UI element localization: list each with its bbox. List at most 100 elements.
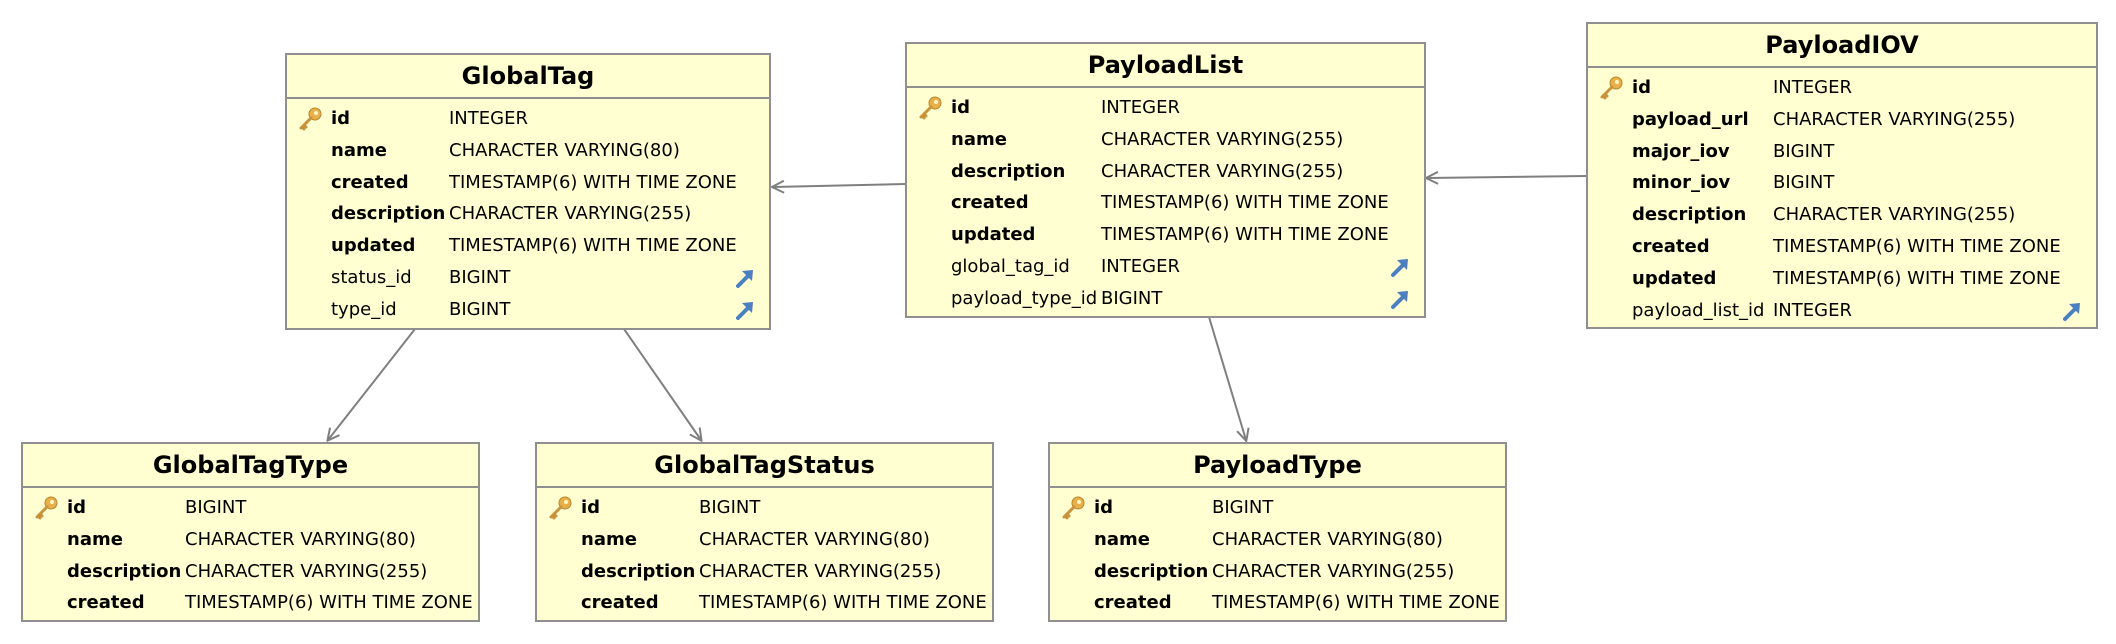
column-name: payload_type_id bbox=[951, 287, 1098, 309]
column-row: name CHARACTER VARYING(80) bbox=[537, 524, 992, 556]
column-name: id bbox=[1632, 77, 1652, 98]
column-row: id INTEGER bbox=[907, 92, 1424, 124]
column-row: id BIGINT bbox=[1050, 492, 1505, 524]
column-name: created bbox=[1632, 235, 1710, 257]
column-row: type_id BIGINT bbox=[287, 294, 769, 326]
entity-payloadlist[interactable]: PayloadList id INTEGER name CHARACTER VA… bbox=[905, 42, 1426, 318]
foreign-key-icon bbox=[2063, 302, 2080, 321]
column-type: TIMESTAMP(6) WITH TIME ZONE bbox=[699, 592, 987, 614]
column-type: TIMESTAMP(6) WITH TIME ZONE bbox=[185, 592, 473, 614]
foreign-key-icon bbox=[736, 301, 753, 320]
column-row: id BIGINT bbox=[23, 492, 478, 524]
column-type: CHARACTER VARYING(80) bbox=[185, 528, 416, 550]
foreign-key-icon bbox=[736, 269, 753, 288]
column-row: created TIMESTAMP(6) WITH TIME ZONE bbox=[537, 587, 992, 619]
entity-payloadiov[interactable]: PayloadIOV id INTEGER payload_url CHARAC… bbox=[1586, 22, 2098, 329]
column-name: updated bbox=[331, 235, 416, 257]
primary-key-icon bbox=[299, 107, 322, 131]
entity-title: GlobalTag bbox=[287, 55, 769, 99]
column-list: id BIGINT name CHARACTER VARYING(80) des… bbox=[537, 488, 992, 619]
column-name: created bbox=[581, 592, 659, 614]
column-type: BIGINT bbox=[1773, 140, 1835, 162]
column-row: created TIMESTAMP(6) WITH TIME ZONE bbox=[23, 587, 478, 619]
column-type: INTEGER bbox=[1101, 255, 1180, 277]
column-name: payload_list_id bbox=[1632, 299, 1765, 321]
connector-payloadiov-to-payloadlist bbox=[1427, 176, 1588, 178]
column-row: updated TIMESTAMP(6) WITH TIME ZONE bbox=[907, 219, 1424, 251]
entity-title: GlobalTagStatus bbox=[537, 444, 992, 488]
primary-key-icon bbox=[35, 496, 58, 520]
column-type: BIGINT bbox=[449, 298, 511, 320]
column-type: BIGINT bbox=[1773, 172, 1835, 194]
entity-globaltagtype[interactable]: GlobalTagType id BIGINT name CHARACTER V… bbox=[21, 442, 480, 622]
column-type: INTEGER bbox=[1101, 97, 1180, 118]
column-row: description CHARACTER VARYING(255) bbox=[1588, 199, 2096, 231]
column-name: description bbox=[67, 560, 182, 582]
column-row: created TIMESTAMP(6) WITH TIME ZONE bbox=[1588, 231, 2096, 263]
column-name: description bbox=[331, 203, 446, 225]
entity-globaltag[interactable]: GlobalTag id INTEGER name CHARACTER VARY… bbox=[285, 53, 771, 330]
column-row: id INTEGER bbox=[1588, 72, 2096, 104]
primary-key-icon bbox=[1062, 496, 1085, 520]
column-name: updated bbox=[951, 224, 1036, 246]
column-type: TIMESTAMP(6) WITH TIME ZONE bbox=[449, 171, 737, 193]
column-name: name bbox=[331, 139, 387, 161]
column-name: created bbox=[951, 192, 1029, 214]
column-row: created TIMESTAMP(6) WITH TIME ZONE bbox=[907, 187, 1424, 219]
column-name: updated bbox=[1632, 267, 1717, 289]
column-name: description bbox=[951, 160, 1066, 182]
column-type: BIGINT bbox=[449, 266, 511, 288]
column-name: global_tag_id bbox=[951, 255, 1070, 277]
column-list: id BIGINT name CHARACTER VARYING(80) des… bbox=[23, 488, 478, 619]
column-name: id bbox=[331, 108, 351, 129]
foreign-key-icon bbox=[1391, 290, 1408, 309]
column-name: id bbox=[1094, 497, 1114, 518]
column-row: payload_url CHARACTER VARYING(255) bbox=[1588, 104, 2096, 136]
column-type: TIMESTAMP(6) WITH TIME ZONE bbox=[1101, 192, 1389, 214]
connector-globaltag-to-globaltagstatus bbox=[623, 328, 701, 440]
column-name: minor_iov bbox=[1632, 172, 1731, 194]
column-type: CHARACTER VARYING(255) bbox=[1101, 128, 1344, 150]
primary-key-icon bbox=[919, 96, 942, 120]
entity-title: PayloadIOV bbox=[1588, 24, 2096, 68]
column-row: id INTEGER bbox=[287, 103, 769, 135]
column-row: created TIMESTAMP(6) WITH TIME ZONE bbox=[1050, 587, 1505, 619]
column-row: description CHARACTER VARYING(255) bbox=[1050, 556, 1505, 588]
column-name: name bbox=[951, 128, 1007, 150]
column-type: INTEGER bbox=[1773, 77, 1852, 98]
column-type: CHARACTER VARYING(255) bbox=[1212, 560, 1455, 582]
connector-globaltag-to-globaltagtype bbox=[328, 328, 416, 440]
column-row: name CHARACTER VARYING(80) bbox=[23, 524, 478, 556]
entity-title: PayloadType bbox=[1050, 444, 1505, 488]
column-name: description bbox=[581, 560, 696, 582]
column-name: id bbox=[67, 497, 87, 518]
column-row: created TIMESTAMP(6) WITH TIME ZONE bbox=[287, 167, 769, 199]
column-name: id bbox=[581, 497, 601, 518]
column-row: updated TIMESTAMP(6) WITH TIME ZONE bbox=[287, 230, 769, 262]
column-name: description bbox=[1094, 560, 1209, 582]
column-list: id BIGINT name CHARACTER VARYING(80) des… bbox=[1050, 488, 1505, 619]
column-type: CHARACTER VARYING(80) bbox=[449, 139, 680, 161]
column-list: id INTEGER name CHARACTER VARYING(255) d… bbox=[907, 88, 1424, 315]
column-row: description CHARACTER VARYING(255) bbox=[537, 556, 992, 588]
column-row: description CHARACTER VARYING(255) bbox=[907, 156, 1424, 188]
column-row: id BIGINT bbox=[537, 492, 992, 524]
column-row: name CHARACTER VARYING(80) bbox=[1050, 524, 1505, 556]
column-name: name bbox=[67, 528, 123, 550]
entity-payloadtype[interactable]: PayloadType id BIGINT name CHARACTER VAR… bbox=[1048, 442, 1507, 622]
foreign-key-icon bbox=[1391, 258, 1408, 277]
entity-globaltagstatus[interactable]: GlobalTagStatus id BIGINT name CHARACTER… bbox=[535, 442, 994, 622]
column-type: TIMESTAMP(6) WITH TIME ZONE bbox=[1773, 267, 2061, 289]
column-type: CHARACTER VARYING(255) bbox=[185, 560, 428, 582]
column-name: name bbox=[581, 528, 637, 550]
column-row: updated TIMESTAMP(6) WITH TIME ZONE bbox=[1588, 263, 2096, 295]
column-list: id INTEGER payload_url CHARACTER VARYING… bbox=[1588, 68, 2096, 326]
column-row: minor_iov BIGINT bbox=[1588, 167, 2096, 199]
column-type: CHARACTER VARYING(80) bbox=[699, 528, 930, 550]
entity-title: PayloadList bbox=[907, 44, 1424, 88]
primary-key-icon bbox=[549, 496, 572, 520]
column-type: TIMESTAMP(6) WITH TIME ZONE bbox=[1101, 224, 1389, 246]
column-list: id INTEGER name CHARACTER VARYING(80) cr… bbox=[287, 99, 769, 326]
